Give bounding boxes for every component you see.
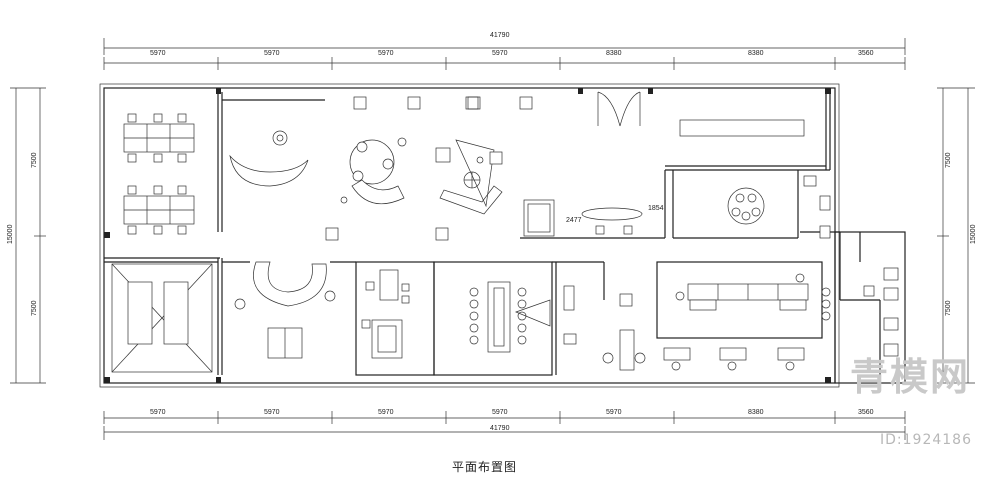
- left-dim-2: 7500: [31, 300, 38, 316]
- workstation-cluster-bottom: [123, 185, 195, 235]
- lounge-curved-sofa: [229, 130, 309, 187]
- right-dimension-chain: 7500 15000 7500: [937, 87, 977, 384]
- right-dim-total: 15000: [970, 224, 977, 244]
- top-dim-6: 8380: [748, 50, 764, 57]
- bottom-total-dim: 41790: [490, 425, 510, 432]
- bottom-dim-3: 5970: [378, 409, 394, 416]
- left-dim-total: 15000: [7, 224, 14, 244]
- top-dim-7: 3560: [858, 50, 874, 57]
- interior-walls: [104, 91, 881, 383]
- manager-office: [361, 269, 410, 359]
- top-total-dim: 41790: [490, 32, 510, 39]
- drawing-title: 平面布置图: [452, 460, 518, 474]
- top-dim-2: 5970: [264, 50, 280, 57]
- outer-walls: [99, 83, 906, 388]
- right-dim-2: 7500: [945, 300, 952, 316]
- tea-table-lounge: [435, 139, 503, 215]
- watermark-brand: 青模网: [849, 355, 970, 399]
- bottom-dim-4: 5970: [492, 409, 508, 416]
- storage-room: [111, 263, 213, 373]
- table-length-label: 1854: [648, 205, 664, 212]
- bottom-dim-6: 8380: [748, 409, 764, 416]
- reception-sofa: 2477 1854: [523, 199, 664, 237]
- bottom-dimension-chain: 5970 5970 5970 5970 5970 8380 3560 41790: [103, 409, 906, 440]
- open-office-desks: [675, 273, 831, 321]
- bottom-dim-7: 3560: [858, 409, 874, 416]
- sofa-length-label: 2477: [566, 217, 582, 224]
- watermark-id: ID:1924186: [880, 432, 972, 448]
- workstation-cluster-top: [123, 113, 195, 163]
- corridor-furniture: [563, 285, 646, 371]
- meeting-room: [469, 281, 551, 353]
- top-dim-1: 5970: [150, 50, 166, 57]
- round-table-lounge: [340, 137, 407, 205]
- bottom-workstations: [663, 347, 805, 371]
- small-meeting-round-table: [727, 187, 765, 225]
- left-dim-1: 7500: [31, 152, 38, 168]
- left-dimension-chain: 7500 15000 7500: [7, 87, 46, 384]
- top-dim-5: 8380: [606, 50, 622, 57]
- washroom-fixtures: [803, 175, 899, 357]
- right-dim-1: 7500: [945, 152, 952, 168]
- top-dim-3: 5970: [378, 50, 394, 57]
- top-dim-4: 5970: [492, 50, 508, 57]
- top-dimension-chain: 41790 5970 5970 5970 5970 8380 8380 3560: [103, 32, 906, 70]
- bottom-dim-2: 5970: [264, 409, 280, 416]
- bottom-dim-5: 5970: [606, 409, 622, 416]
- bottom-dim-1: 5970: [150, 409, 166, 416]
- arc-reception-desk: [234, 261, 336, 359]
